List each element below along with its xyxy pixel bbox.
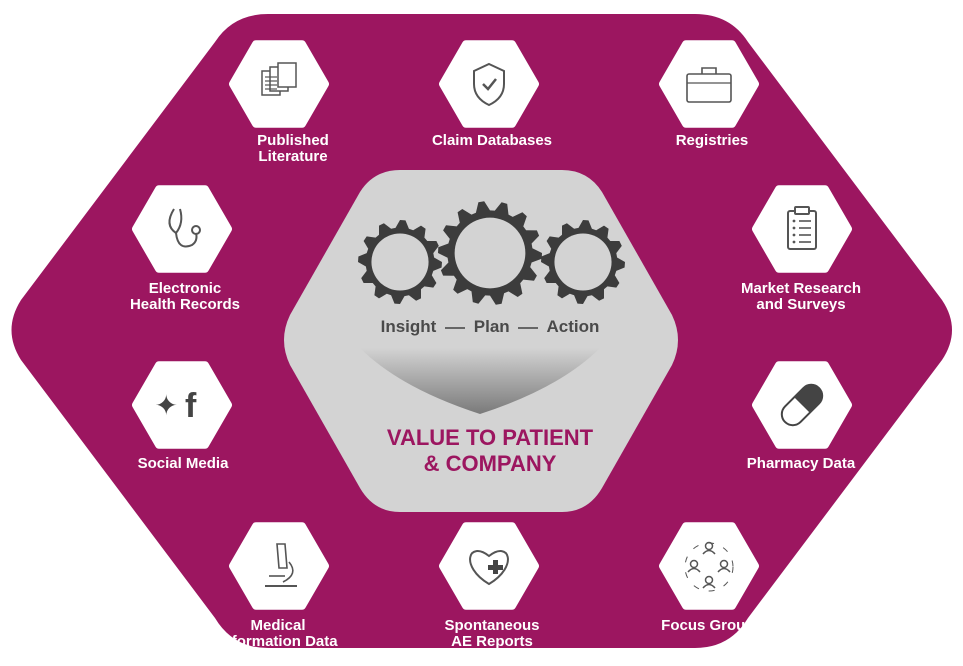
value-line-2: & COMPANY (423, 451, 557, 476)
label-line: and Surveys (756, 296, 846, 313)
insight-label: Insight (380, 317, 437, 336)
dash-divider (518, 326, 539, 329)
focus-group-icon (684, 541, 734, 592)
label-line: Spontaneous (444, 617, 540, 634)
chevron-down-icon (360, 348, 600, 414)
source-badge (439, 40, 539, 128)
microscope-icon (265, 543, 297, 587)
source-badge (229, 40, 329, 128)
svg-text:f: f (185, 387, 197, 425)
svg-text:✦: ✦ (155, 389, 178, 422)
value-line-1: VALUE TO PATIENT (386, 425, 594, 450)
gear-icon (541, 220, 625, 304)
source-label-published-literature: Published Literature (203, 133, 383, 165)
value-statement: VALUE TO PATIENT & COMPANY (330, 425, 650, 477)
stethoscope-icon (168, 208, 201, 248)
source-badge (659, 522, 759, 610)
source-label-social-media: Social Media (93, 456, 273, 472)
source-badge: ✦f (132, 361, 232, 449)
label-line: Published (257, 132, 329, 149)
label-line: Social Media (137, 455, 229, 472)
gear-icon (358, 220, 442, 304)
source-label-registries: Registries (622, 133, 802, 149)
label-line: Information Data (218, 633, 338, 650)
heart-plus-icon (469, 550, 509, 586)
source-badge (659, 40, 759, 128)
label-line: Health Records (129, 296, 241, 313)
source-label-market-research: Market Research and Surveys (711, 281, 891, 313)
dash-divider (445, 326, 466, 329)
clipboard-icon (787, 206, 817, 250)
source-badge (439, 522, 539, 610)
label-line: Registries (675, 132, 749, 149)
label-line: Electronic (148, 280, 222, 297)
plan-label: Plan (473, 317, 510, 336)
briefcase-icon (686, 67, 732, 103)
source-label-claim-databases: Claim Databases (402, 133, 582, 149)
documents-icon (261, 62, 297, 96)
shield-check-icon (473, 62, 505, 107)
label-line: Medical (250, 617, 306, 634)
label-line: Pharmacy Data (746, 455, 856, 472)
source-badge (752, 185, 852, 273)
source-badge (132, 185, 232, 273)
label-line: Market Research (740, 280, 862, 297)
tagline: Insight Plan Action (330, 317, 650, 337)
gear-icon (438, 201, 542, 305)
source-label-electronic-health-records: Electronic Health Records (95, 281, 275, 313)
action-label: Action (546, 317, 600, 336)
source-badge (752, 361, 852, 449)
label-line: AE Reports (451, 633, 533, 650)
source-label-medical-information: Medical Information Data (188, 618, 368, 650)
label-line: Claim Databases (431, 132, 553, 149)
social-media-icon: ✦f (155, 387, 197, 425)
capsule-icon (780, 383, 824, 427)
label-line: Focus Groups (661, 617, 763, 634)
source-badge (229, 522, 329, 610)
label-line: Literature (258, 148, 328, 165)
source-label-pharmacy-data: Pharmacy Data (711, 456, 891, 472)
source-label-focus-groups: Focus Groups (622, 618, 802, 634)
source-label-spontaneous-ae: Spontaneous AE Reports (402, 618, 582, 650)
